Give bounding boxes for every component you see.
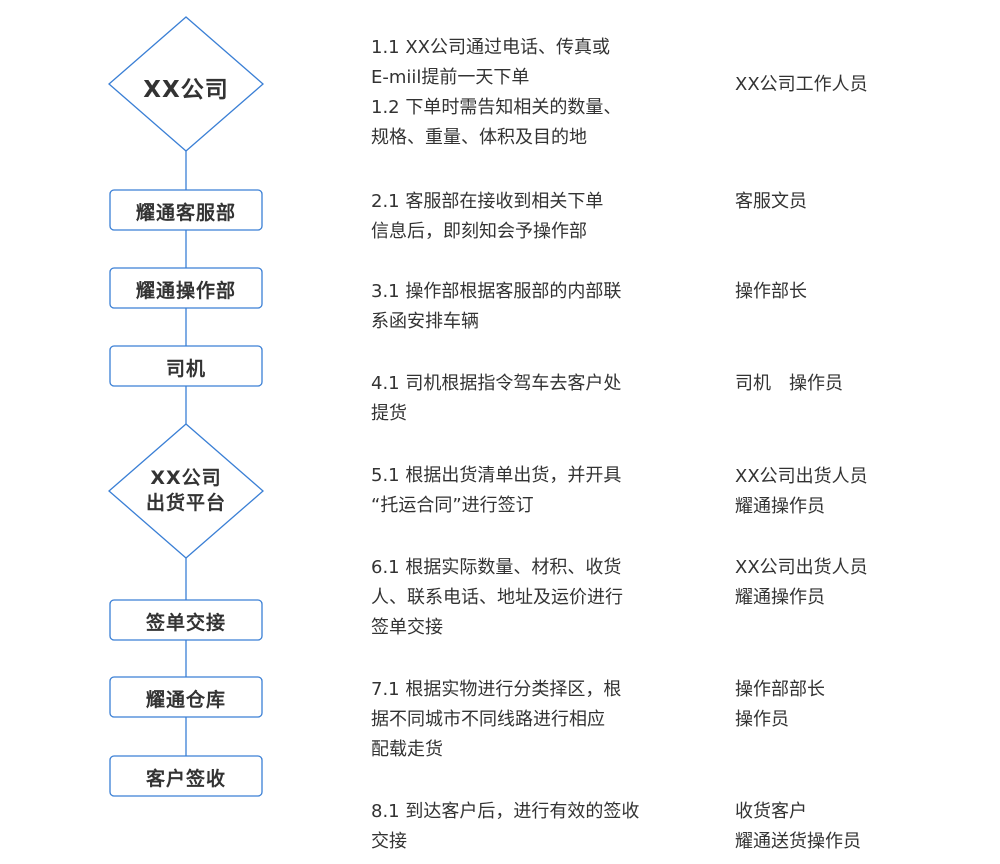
- step-role: 收货客户耀通送货操作员: [735, 797, 975, 857]
- box-node-operations: [109, 267, 263, 309]
- step-role-line: 耀通操作员: [735, 587, 825, 608]
- step-description-line: 信息后，即刻知会予操作部: [371, 221, 587, 242]
- step-description-line: 人、联系电话、地址及运价进行: [371, 587, 623, 608]
- step-description-line: 配载走货: [371, 739, 443, 760]
- step-role-line: 客服文员: [735, 191, 807, 212]
- step-role-line: 耀通操作员: [735, 496, 825, 517]
- step-role-line: XX公司出货人员: [735, 557, 868, 578]
- node-label: XX公司: [143, 77, 229, 103]
- step-description-line: “托运合同”进行签订: [371, 495, 534, 516]
- step-description: 8.1 到达客户后，进行有效的签收交接: [371, 797, 701, 857]
- node-label: 签单交接: [145, 612, 226, 634]
- step-role-line: 操作员: [735, 709, 789, 730]
- step-role: 操作部部长操作员: [735, 675, 975, 735]
- node-label: 司机: [165, 358, 206, 380]
- node-label-line: 出货平台: [145, 492, 226, 514]
- node-label: 客户签收: [145, 768, 226, 790]
- diamond-node-company: [108, 16, 264, 152]
- step-role: XX公司工作人员: [735, 70, 975, 100]
- step-role: 客服文员: [735, 187, 975, 217]
- step-role-line: 耀通送货操作员: [735, 831, 861, 852]
- node-label: 耀通仓库: [145, 689, 226, 711]
- step-description: 3.1 操作部根据客服部的内部联系函安排车辆: [371, 277, 701, 337]
- step-description-line: 1.1 XX公司通过电话、传真或: [371, 37, 611, 58]
- step-role: XX公司出货人员耀通操作员: [735, 553, 975, 613]
- box-node-warehouse: [109, 676, 263, 718]
- step-role-line: XX公司工作人员: [735, 74, 868, 95]
- box-node-customer-receipt: [109, 755, 263, 797]
- step-description: 4.1 司机根据指令驾车去客户处提货: [371, 369, 701, 429]
- step-role-line: 收货客户: [735, 801, 807, 822]
- node-label: 耀通操作部: [135, 280, 236, 302]
- step-role-line: 操作部部长: [735, 679, 825, 700]
- node-label: 耀通客服部: [135, 202, 236, 224]
- node-label-line: XX公司: [150, 467, 222, 489]
- step-description: 7.1 根据实物进行分类择区，根据不同城市不同线路进行相应配载走货: [371, 675, 701, 765]
- step-role: 操作部长: [735, 277, 975, 307]
- step-description-line: 据不同城市不同线路进行相应: [371, 709, 605, 730]
- step-description-line: 5.1 根据出货清单出货，并开具: [371, 465, 622, 486]
- step-role-line: 操作部长: [735, 281, 807, 302]
- step-description-line: E-miil提前一天下单: [371, 67, 530, 88]
- step-role-line: XX公司出货人员: [735, 466, 868, 487]
- step-description-line: 签单交接: [371, 617, 443, 638]
- diamond-node-shipping-platform: [108, 423, 264, 559]
- box-node-customer-service: [109, 189, 263, 231]
- step-description: 6.1 根据实际数量、材积、收货人、联系电话、地址及运价进行签单交接: [371, 553, 701, 643]
- step-description-line: 提货: [371, 403, 407, 424]
- step-description-line: 6.1 根据实际数量、材积、收货: [371, 557, 622, 578]
- step-role-line: 司机 操作员: [735, 373, 843, 394]
- step-description-line: 7.1 根据实物进行分类择区，根: [371, 679, 622, 700]
- step-description-line: 系函安排车辆: [371, 311, 479, 332]
- box-node-sign-handover: [109, 599, 263, 641]
- step-description: 2.1 客服部在接收到相关下单信息后，即刻知会予操作部: [371, 187, 701, 247]
- step-description: 5.1 根据出货清单出货，并开具 “托运合同”进行签订: [371, 461, 701, 521]
- box-node-driver: [109, 345, 263, 387]
- step-description-line: 2.1 客服部在接收到相关下单: [371, 191, 604, 212]
- step-description-line: 3.1 操作部根据客服部的内部联: [371, 281, 622, 302]
- step-description-line: 8.1 到达客户后，进行有效的签收: [371, 801, 640, 822]
- step-description: 1.1 XX公司通过电话、传真或 E-miil提前一天下单 1.2 下单时需告知相关…: [371, 33, 701, 153]
- step-description-line: 1.2 下单时需告知相关的数量、: [371, 97, 622, 118]
- node-label: XX公司 出货平台: [110, 466, 262, 516]
- step-role: XX公司出货人员耀通操作员: [735, 462, 975, 522]
- step-description-line: 交接: [371, 831, 407, 852]
- step-role: 司机 操作员: [735, 369, 975, 399]
- step-description-line: 4.1 司机根据指令驾车去客户处: [371, 373, 622, 394]
- step-description-line: 规格、重量、体积及目的地: [371, 127, 587, 148]
